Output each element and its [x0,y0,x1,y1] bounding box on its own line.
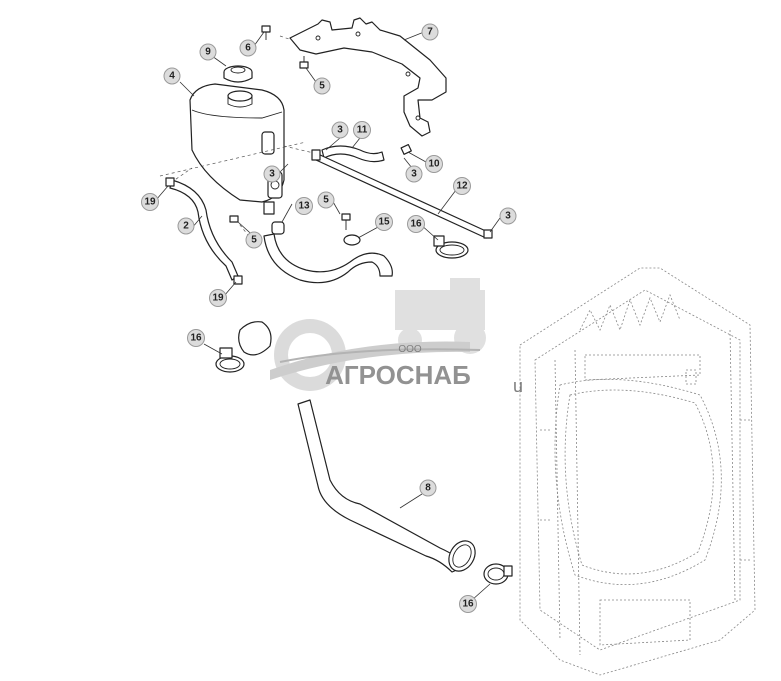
callout-label: 10 [428,159,440,170]
bolt-5-mid [341,213,351,230]
callout-label: 16 [462,599,474,610]
callout-label: 16 [190,333,202,344]
callout: 3 [499,207,517,225]
callout: 5 [245,231,263,249]
assembly-lines [159,141,319,241]
bolt-10 [400,143,412,155]
callout-label: 8 [425,483,431,494]
callout: 3 [263,165,281,183]
callout: 16 [407,215,425,233]
callout: 8 [419,479,437,497]
callout-label: 9 [205,47,211,58]
callout-label: 5 [251,235,257,246]
callout: 5 [313,77,331,95]
hose-11 [321,145,385,163]
callout: 13 [295,197,313,215]
clip-3 [311,149,493,239]
callout-label: 3 [411,169,417,180]
expansion-tank [189,83,285,215]
hose-2 [169,179,239,281]
callout-label: 19 [212,293,224,304]
callout: 16 [459,595,477,613]
callout: 19 [141,193,159,211]
callout-label: 5 [319,81,325,92]
callout: 10 [425,155,443,173]
callout: 19 [209,289,227,307]
callout-label: 3 [269,169,275,180]
radiator-shroud [519,267,756,676]
watermark-prefix: ООО [398,344,422,355]
callout-label: 3 [337,125,343,136]
callout: 9 [199,43,217,61]
watermark-suffix: u [513,376,523,396]
callout-label: 6 [245,43,251,54]
callout-label: 19 [144,197,156,208]
callout-label: 15 [378,217,390,228]
clamp-15 [343,234,361,246]
callout: 5 [317,191,335,209]
filler-cap [223,65,253,83]
callout: 3 [405,165,423,183]
callout: 4 [163,67,181,85]
bolt-6 [261,25,271,40]
lower-hose-15 [263,233,393,284]
callout-label: 13 [298,201,310,212]
callout-label: 4 [169,71,175,82]
callout-label: 3 [505,211,511,222]
callout: 7 [421,23,439,41]
fitting-13 [271,221,285,235]
callout: 3 [331,121,349,139]
watermark-company: АГРОСНАБ [325,360,471,390]
hose-8 [238,321,476,573]
clip-19 [165,177,243,285]
callout-label: 12 [456,181,468,192]
callout: 6 [239,39,257,57]
callout-label: 2 [183,221,189,232]
watermark: ООО АГРОСНАБ u [270,278,523,396]
clamp-16-left [215,347,245,373]
bracket [279,17,447,137]
callout: 15 [375,213,393,231]
callout-label: 7 [427,27,433,38]
bolt-5-top [299,56,309,69]
pipe-12 [315,153,489,239]
callout: 11 [353,121,371,139]
bolt-5-left [229,215,239,223]
callout: 16 [187,329,205,347]
callout-label: 11 [357,125,368,136]
callout: 2 [177,217,195,235]
watermark-tractor-icon [395,278,486,354]
callout-label: 16 [410,219,422,230]
callout-label: 5 [323,195,329,206]
clamp-16-bottom [483,563,513,585]
clamp-16-upper [433,235,469,259]
callout: 12 [453,177,471,195]
